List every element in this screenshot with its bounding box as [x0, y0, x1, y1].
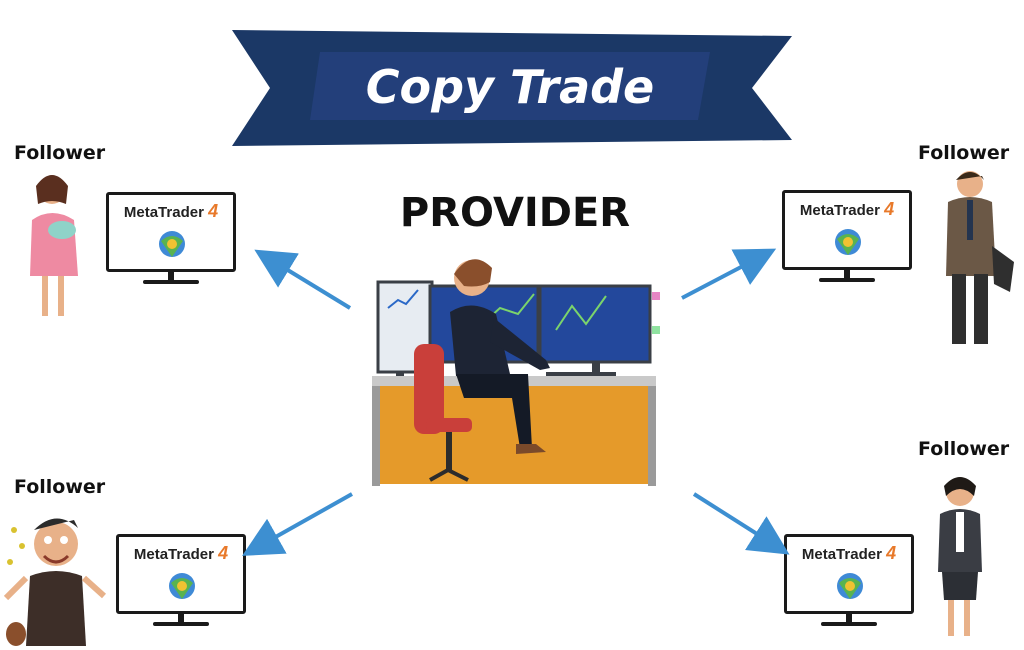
follower-label-top-left: Follower [14, 142, 106, 164]
metatrader-logo-icon [169, 573, 195, 599]
metatrader-label: MetaTrader 4 [123, 201, 219, 221]
follower-label-bottom-left: Follower [14, 476, 106, 498]
monitor-screen: MetaTrader 4 [106, 192, 236, 272]
chair [414, 344, 444, 434]
metatrader-label: MetaTrader 4 [133, 543, 229, 563]
metatrader-logo-icon [835, 229, 861, 255]
monitor-screen: MetaTrader 4 [116, 534, 246, 614]
metatrader-logo-icon [837, 573, 863, 599]
metatrader-monitor-bottom-left: MetaTrader 4 [116, 534, 246, 626]
follower-businesswoman [938, 477, 982, 636]
metatrader-logo-icon [159, 231, 185, 257]
monitor-screen: MetaTrader 4 [784, 534, 914, 614]
follower-excited-man [3, 518, 107, 646]
monitor-base [153, 622, 209, 626]
follower-label-top-right: Follower [918, 142, 1010, 164]
metatrader-label: MetaTrader 4 [799, 199, 895, 219]
monitor-stand [168, 272, 174, 280]
follower-label-bottom-right: Follower [918, 438, 1010, 460]
arrow-to-top-right [681, 248, 777, 300]
arrow-to-bottom-left [242, 492, 353, 556]
metatrader-monitor-top-left: MetaTrader 4 [106, 192, 236, 284]
copy-trade-banner [232, 30, 792, 146]
follower-businessman [946, 171, 1014, 344]
monitor-stand [846, 614, 852, 622]
metatrader-monitor-bottom-right: MetaTrader 4 [784, 534, 914, 626]
monitor-stand [178, 614, 184, 622]
monitor-base [821, 622, 877, 626]
metatrader-label: MetaTrader 4 [801, 543, 897, 563]
metatrader-monitor-top-right: MetaTrader 4 [782, 190, 912, 282]
arrow-to-top-left [254, 249, 352, 310]
monitor-base [143, 280, 199, 284]
monitor-stand [844, 270, 850, 278]
right-monitor [538, 284, 652, 364]
provider-illustration [372, 259, 660, 486]
arrow-to-bottom-right [692, 492, 790, 555]
provider-label: PROVIDER [399, 190, 631, 236]
banner-title: Copy Trade [365, 60, 655, 114]
monitor-base [819, 278, 875, 282]
monitor-screen: MetaTrader 4 [782, 190, 912, 270]
follower-woman-with-baby [30, 175, 78, 316]
